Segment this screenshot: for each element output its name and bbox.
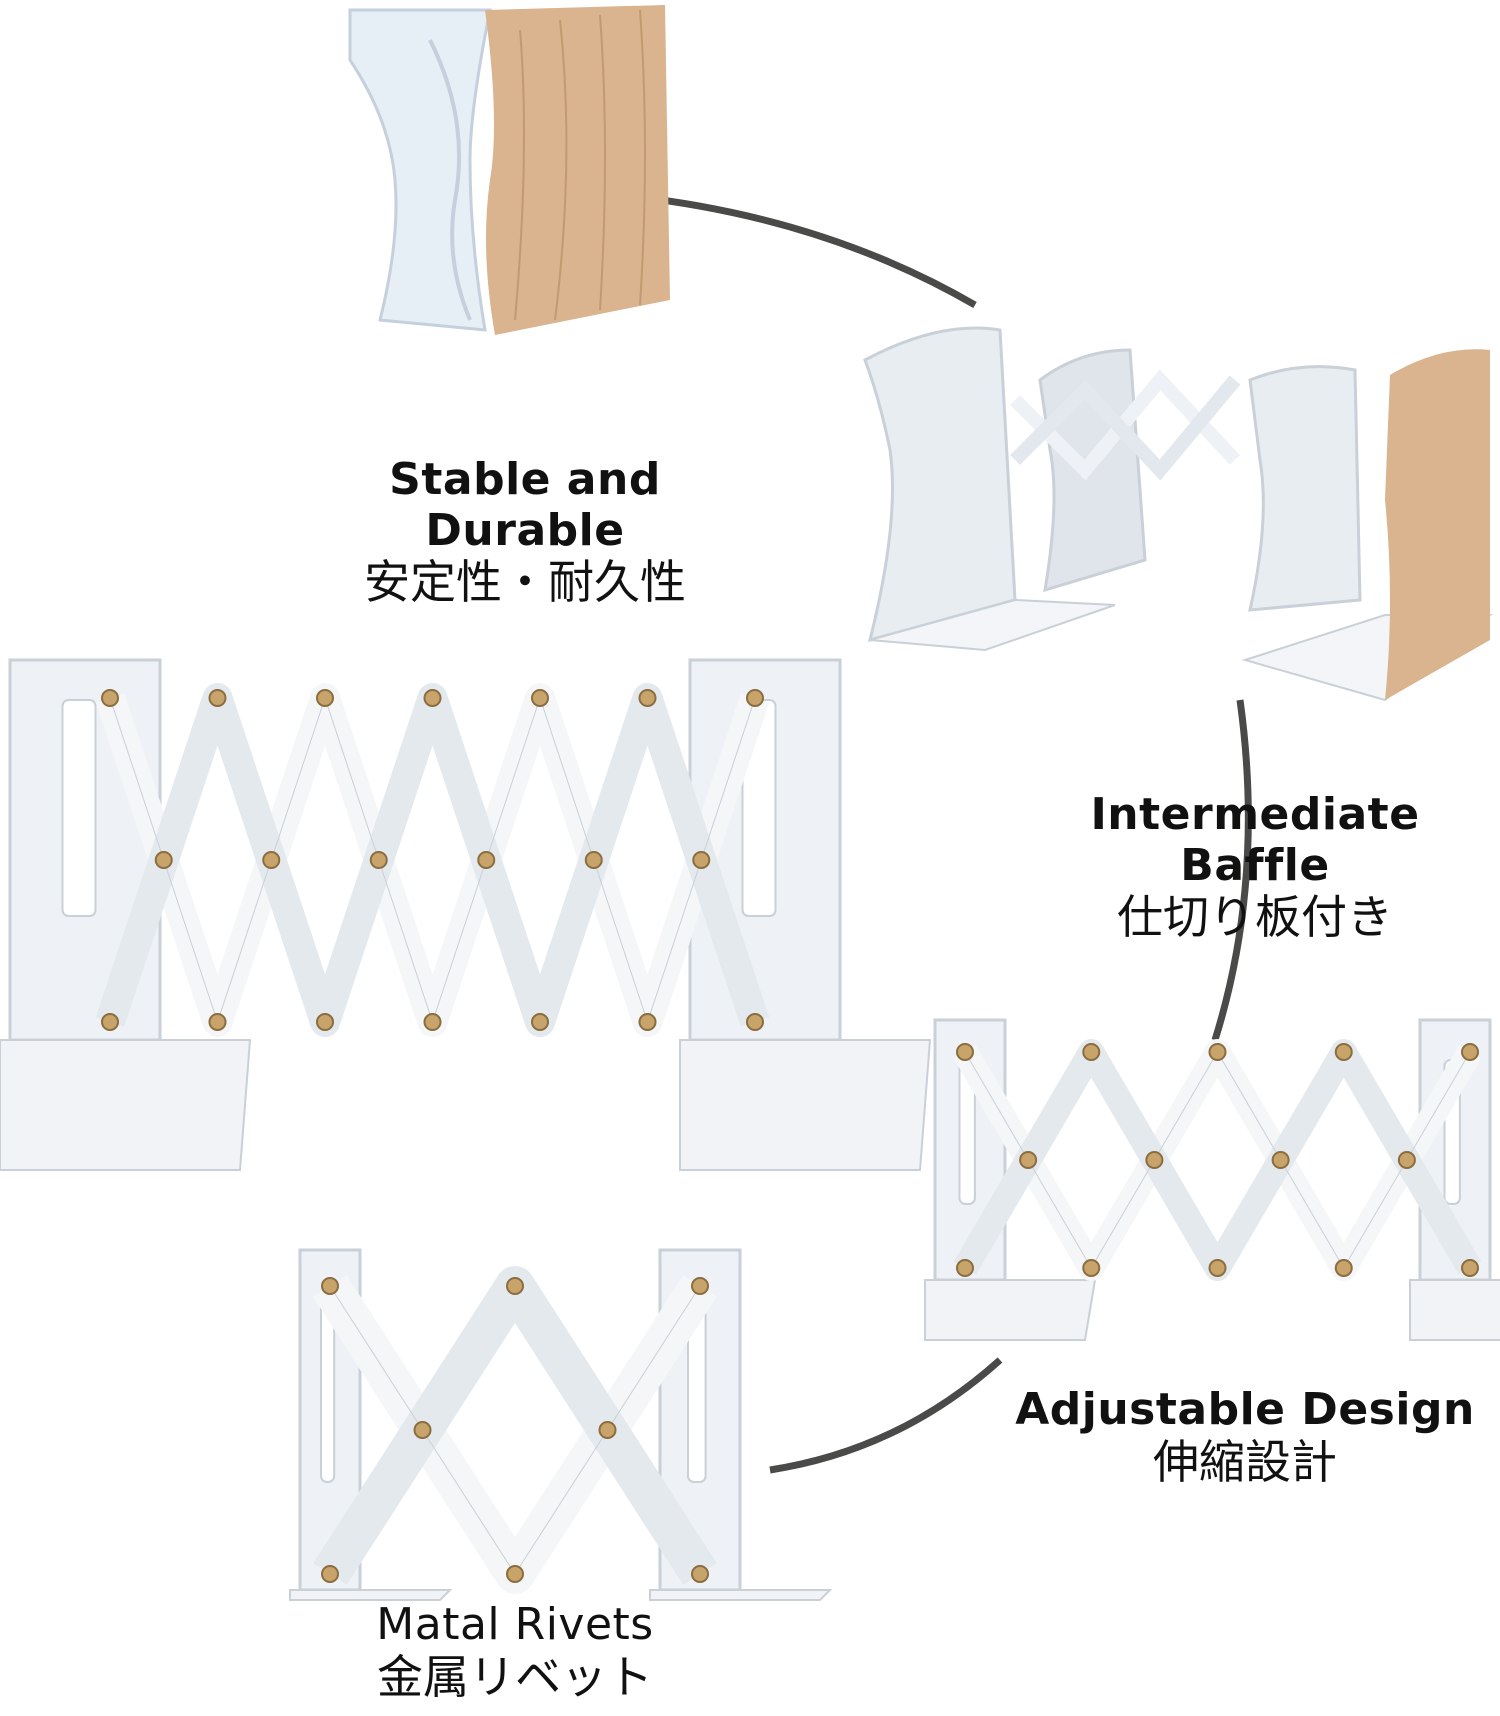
rivet-icon (1334, 1259, 1353, 1277)
rivet-icon (208, 1013, 227, 1031)
rivet-icon (531, 1013, 549, 1031)
feature-intermediate-baffle: Intermediate Baffle 仕切り板付き (1020, 789, 1490, 945)
rivet-icon (208, 689, 227, 707)
connector-arcs (619, 191, 1252, 1474)
rivet-icon (101, 689, 119, 707)
rivet-icon (506, 1565, 524, 1583)
rivet-icon (413, 1421, 432, 1439)
rivet-icon (316, 1013, 334, 1031)
rivet-icon (1461, 1259, 1479, 1277)
rivet-icon (477, 851, 496, 869)
feature-adjustable-design: Adjustable Design 伸縮設計 (1010, 1384, 1480, 1489)
adjustable-bookend-icon (924, 1018, 1500, 1341)
rivet-icon (369, 851, 388, 869)
rivet-icon (423, 1013, 442, 1031)
rivet-icon (584, 851, 603, 869)
rivet-icon (956, 1043, 974, 1061)
feature-stable-durable: Stable and Durable 安定性・耐久性 (290, 454, 760, 610)
rivet-icon (321, 1565, 339, 1583)
rivet-icon (956, 1259, 974, 1277)
bookend-with-baffle-icon (863, 326, 1493, 702)
rivet-icon (506, 1277, 524, 1295)
rivet-icon (423, 689, 442, 707)
feature-title: Matal Rivets (376, 1599, 654, 1650)
feature-subtitle: 金属リベット (377, 1649, 653, 1704)
feature-subtitle: 伸縮設計 (1153, 1434, 1337, 1489)
rivet-icon (1461, 1043, 1479, 1061)
feature-subtitle: 仕切り板付き (1117, 890, 1393, 945)
rivet-icon (691, 1565, 709, 1583)
rivet-closeup-icon (289, 1248, 833, 1601)
rivet-icon (692, 851, 711, 869)
rivet-icon (638, 689, 657, 707)
rivet-icon (598, 1421, 617, 1439)
rivet-icon (691, 1277, 709, 1295)
rivet-icon (101, 1013, 119, 1031)
feature-metal-rivets: Matal Rivets 金属リベット (300, 1599, 730, 1704)
rivet-icon (1397, 1151, 1416, 1169)
rivet-icon (1019, 1151, 1038, 1169)
rivet-icon (321, 1277, 339, 1295)
rivet-icon (1145, 1151, 1164, 1169)
rivet-icon (1208, 1043, 1227, 1061)
feature-subtitle: 安定性・耐久性 (364, 555, 686, 610)
rivet-icon (154, 851, 173, 869)
feature-title: Intermediate Baffle (1090, 789, 1420, 891)
rivet-icon (531, 689, 549, 707)
rivet-icon (1271, 1151, 1290, 1169)
bookend-wood-icon (348, 5, 670, 335)
rivet-icon (316, 689, 334, 707)
rivet-icon (1208, 1259, 1227, 1277)
rivet-icon (262, 851, 281, 869)
rivet-icon (746, 1013, 764, 1031)
feature-title: Stable and Durable (389, 454, 661, 556)
rivet-icon (1334, 1043, 1353, 1061)
rivet-icon (1082, 1259, 1101, 1277)
rivet-icon (1082, 1043, 1101, 1061)
rivet-icon (746, 689, 764, 707)
feature-title: Adjustable Design (1015, 1384, 1475, 1435)
rivet-icon (638, 1013, 657, 1031)
extended-bookend-icon (0, 658, 932, 1171)
